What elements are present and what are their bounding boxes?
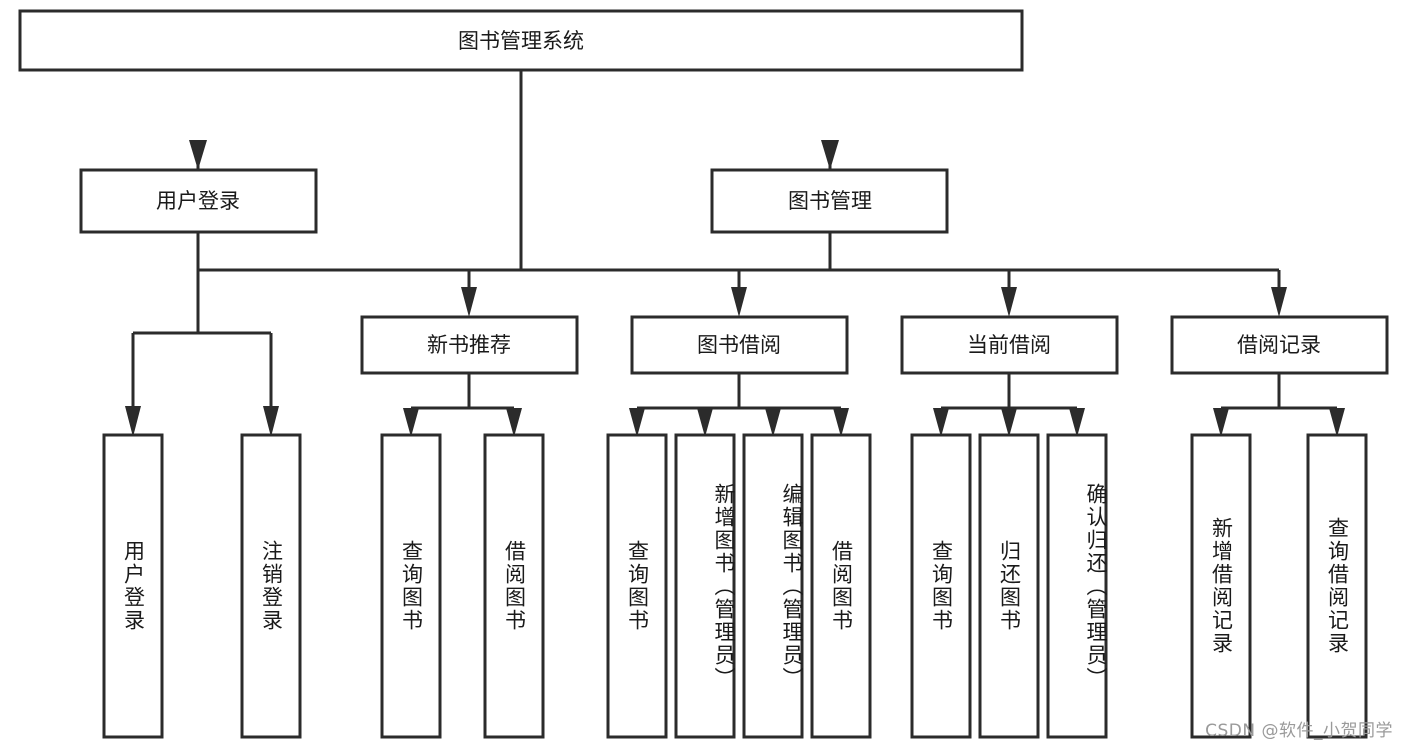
node-leaf-logout-login-rect[interactable] [240, 433, 302, 739]
node-book-borrow[interactable]: 图书借阅 [630, 315, 849, 375]
node-leaf-user-login-rect[interactable] [102, 433, 164, 739]
node-user-login-label: 用户登录 [156, 189, 240, 213]
node-book-manage-rect[interactable] [710, 168, 949, 234]
arrowhead-borrow-record [1271, 287, 1287, 317]
node-book-borrow-label: 图书借阅 [697, 333, 781, 357]
node-borrow-record-rect[interactable] [1170, 315, 1389, 375]
node-leaf-query-book-2-rect[interactable] [606, 433, 668, 739]
arrowhead-user-login [189, 140, 207, 170]
arrowhead-book-borrow [731, 287, 747, 317]
arrowhead-leaf-user-login [125, 406, 141, 437]
node-leaf-add-book-rect[interactable] [674, 433, 736, 739]
arrowhead-leaf-borrow-book-1 [506, 408, 522, 437]
arrowhead-leaf-confirm-return [1069, 408, 1085, 437]
node-user-login-rect[interactable] [79, 168, 318, 234]
arrowhead-leaf-edit-book [765, 408, 781, 437]
node-leaf-query-book-3-rect[interactable] [910, 433, 972, 739]
node-current-borrow-rect[interactable] [900, 315, 1119, 375]
node-leaf-borrow-book-1-rect[interactable] [483, 433, 545, 739]
node-leaf-query-record-rect[interactable] [1306, 433, 1368, 739]
arrowhead-leaf-return-book [1001, 408, 1017, 437]
node-user-login[interactable]: 用户登录 [79, 168, 318, 234]
node-leaf-confirm-return-rect[interactable] [1046, 433, 1108, 739]
csdn-watermark: CSDN @软件_小贺同学 [1205, 721, 1393, 741]
arrowhead-new-book-recommend [461, 287, 477, 317]
node-new-book-recommend-rect[interactable] [360, 315, 579, 375]
node-root-label: 图书管理系统 [458, 29, 584, 53]
arrowhead-leaf-borrow-book-2 [833, 408, 849, 437]
arrowhead-leaf-query-book-1 [403, 408, 419, 437]
node-borrow-record[interactable]: 借阅记录 [1170, 315, 1389, 375]
node-current-borrow-label: 当前借阅 [967, 333, 1051, 357]
arrowhead-leaf-add-book [697, 408, 713, 437]
node-book-borrow-rect[interactable] [630, 315, 849, 375]
node-current-borrow[interactable]: 当前借阅 [900, 315, 1119, 375]
node-borrow-record-label: 借阅记录 [1237, 333, 1321, 357]
arrowhead-leaf-query-book-3 [933, 408, 949, 437]
arrowhead-leaf-query-record [1329, 408, 1345, 437]
arrowhead-leaf-query-book-2 [629, 408, 645, 437]
node-leaf-add-record-rect[interactable] [1190, 433, 1252, 739]
nodes-layer: 图书管理系统 用户登录 图书管理 新书推荐 图书借阅 [18, 9, 1389, 739]
node-root[interactable]: 图书管理系统 [18, 9, 1024, 72]
arrowhead-leaf-logout-login [263, 406, 279, 437]
node-leaf-query-book-1-rect[interactable] [380, 433, 442, 739]
node-leaf-return-book-rect[interactable] [978, 433, 1040, 739]
arrowhead-book-manage [821, 140, 839, 170]
node-leaf-edit-book-rect[interactable] [742, 433, 804, 739]
arrowhead-leaf-add-record [1213, 408, 1229, 437]
node-book-manage[interactable]: 图书管理 [710, 168, 949, 234]
node-root-rect[interactable] [18, 9, 1024, 72]
node-book-manage-label: 图书管理 [788, 189, 872, 213]
node-new-book-recommend[interactable]: 新书推荐 [360, 315, 579, 375]
node-new-book-recommend-label: 新书推荐 [427, 333, 511, 357]
arrowhead-current-borrow [1001, 287, 1017, 317]
node-leaf-borrow-book-2-rect[interactable] [810, 433, 872, 739]
edges-layer [125, 70, 1345, 437]
